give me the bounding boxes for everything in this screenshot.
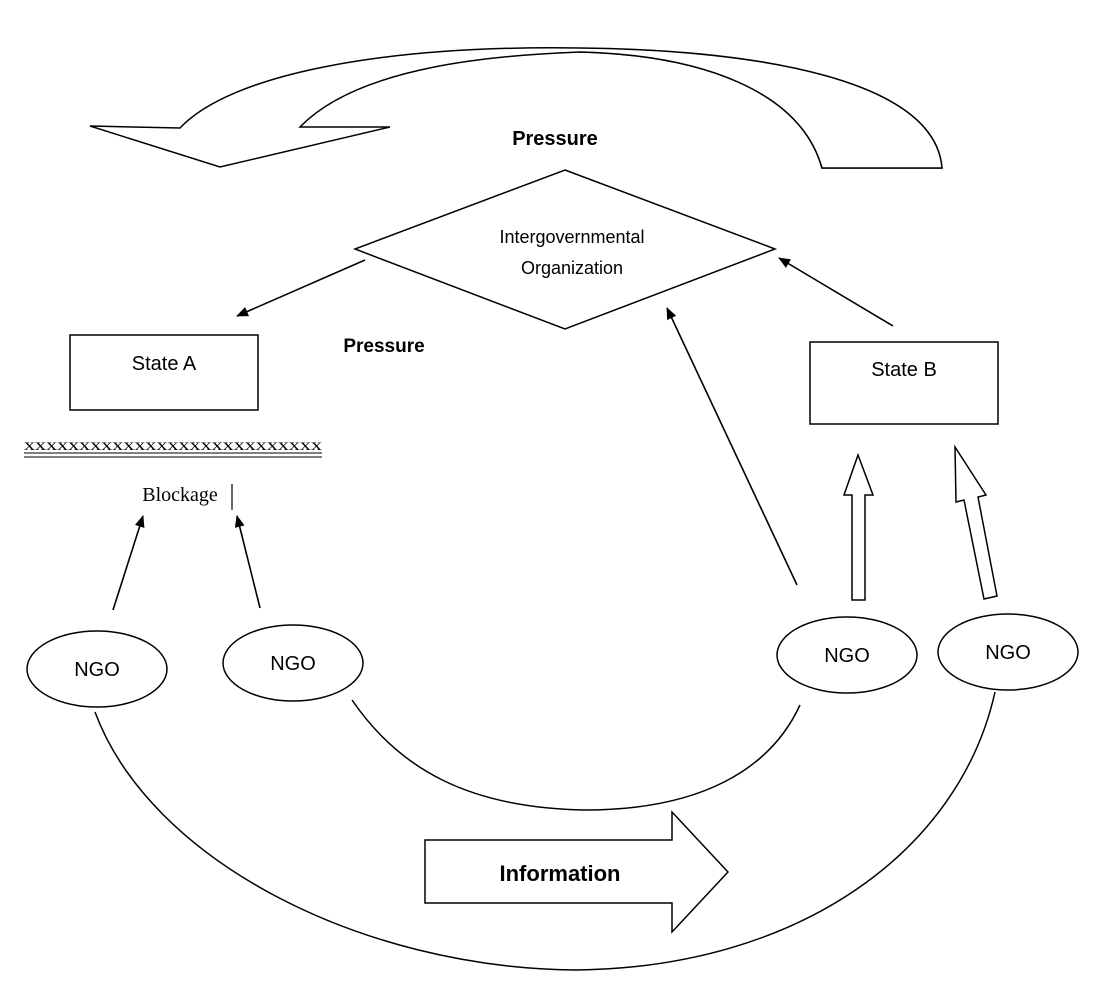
- ngo-2-label: NGO: [270, 653, 316, 675]
- ngo-4-label: NGO: [985, 642, 1031, 664]
- inner-information-curve: [351, 699, 801, 811]
- state-b-box: [809, 341, 999, 425]
- information-arrow: [424, 810, 730, 934]
- igo-diamond: [352, 169, 778, 330]
- ngo-1-ellipse: [26, 630, 168, 708]
- blockage-marks: xxxxxxxxxxxxxxxxxxxxxxxxxxx: [24, 437, 322, 454]
- igo-label-line1: Intergovernmental: [499, 227, 644, 247]
- state-a-label: State A: [132, 353, 197, 375]
- ngo-2-to-blockage-arrow: [234, 515, 261, 609]
- state-b-label: State B: [871, 359, 937, 381]
- ngo-4-to-state-b-block-arrow: [954, 444, 998, 600]
- pressure-label-top: Pressure: [512, 128, 598, 150]
- boomerang-body: [89, 47, 943, 169]
- blockage-label: Blockage: [142, 484, 218, 506]
- pressure-label-left: Pressure: [343, 336, 424, 357]
- ngo-2-ellipse: [222, 624, 364, 702]
- ngo-3-to-state-b-block-arrow: [842, 452, 875, 601]
- state-b-to-igo-arrow: [778, 257, 894, 327]
- boomerang-arrow: [89, 47, 943, 169]
- ngo-3-label: NGO: [824, 645, 870, 667]
- outer-information-curve: [94, 691, 996, 971]
- ngo-1-label: NGO: [74, 659, 120, 681]
- igo-label-line2: Organization: [521, 258, 623, 278]
- ngo-4-ellipse: [937, 613, 1079, 691]
- igo-to-state-a-arrow: [236, 259, 366, 317]
- state-a-box: [69, 334, 259, 411]
- ngo-1-to-blockage-arrow: [112, 515, 145, 611]
- information-label: Information: [500, 861, 621, 886]
- ngo-3-ellipse: [776, 616, 918, 694]
- ngo-to-igo-arrow: [666, 307, 798, 586]
